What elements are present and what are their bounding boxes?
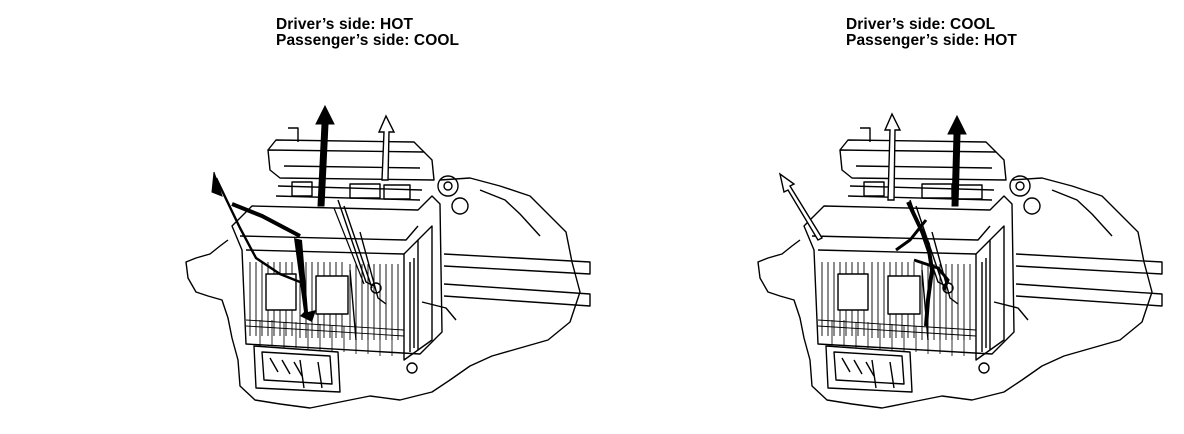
coolant-pipe-upper — [443, 253, 591, 275]
coolant-pipe-lower — [443, 283, 591, 307]
hot-air-inner-arrow — [906, 201, 935, 327]
hot-air-up-arrow — [315, 104, 335, 207]
driver-side-label: Driver’s side: HOT — [276, 16, 414, 33]
hot-air-inner-arrow — [294, 238, 316, 322]
hot-airflow-arrows — [211, 104, 335, 322]
cool-airflow-arrows — [778, 112, 928, 252]
heater-unit-illustration — [757, 112, 1163, 409]
upper-outlet — [839, 149, 1007, 181]
panel-driver-hot: Driver’s side: HOT Passenger’s side: COO… — [185, 17, 591, 409]
cool-air-up-arrow — [377, 114, 396, 181]
passenger-side-label: Passenger’s side: COOL — [276, 32, 460, 49]
duct-outline — [185, 177, 581, 409]
defrost-arrow — [231, 202, 301, 238]
main-housing — [803, 195, 1015, 355]
heater-unit-illustration — [185, 104, 591, 409]
panel-driver-cool: Driver’s side: COOL Passenger’s side: HO… — [592, 0, 1184, 434]
cool-air-up-arrow — [883, 112, 902, 201]
driver-side-label: Driver’s side: COOL — [846, 16, 996, 33]
main-housing — [231, 195, 443, 355]
coolant-pipe-upper — [1015, 253, 1163, 275]
cool-airflow-arrows — [333, 114, 396, 285]
passenger-side-label: Passenger’s side: HOT — [846, 32, 1017, 49]
defrost-arrow — [778, 172, 823, 241]
caption: Driver’s side: COOL Passenger’s side: HO… — [846, 17, 1017, 49]
hot-air-up-arrow — [947, 114, 967, 207]
upper-outlet — [267, 149, 435, 181]
coolant-pipe-lower — [1015, 283, 1163, 307]
caption: Driver’s side: HOT Passenger’s side: COO… — [276, 17, 459, 49]
hot-airflow-arrows — [906, 114, 967, 327]
duct-outline — [757, 177, 1153, 409]
